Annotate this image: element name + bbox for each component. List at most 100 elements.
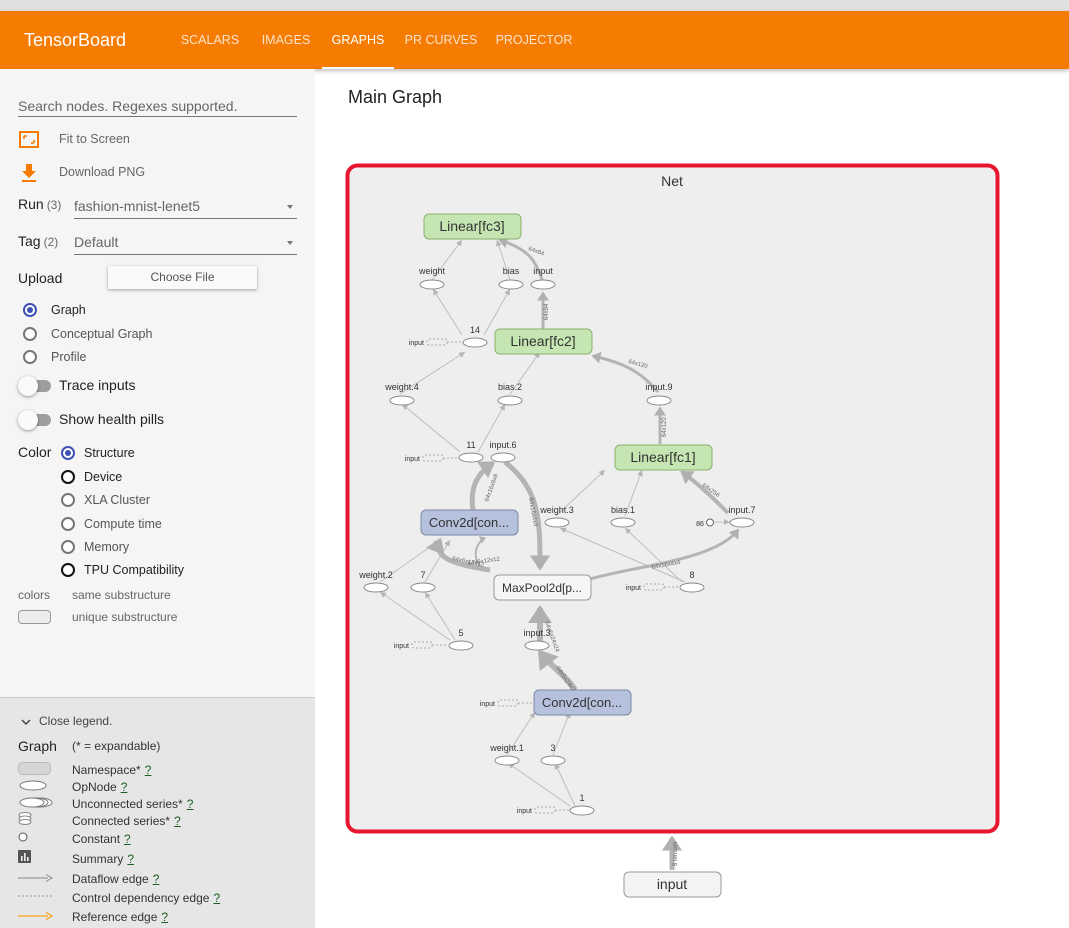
color-device-radio[interactable]: Device: [61, 468, 181, 486]
constant-node-86[interactable]: 86: [696, 518, 714, 528]
conv2d-2-node[interactable]: Conv2d[con...: [420, 509, 519, 536]
unique-substructure-caption: unique substructure: [72, 610, 178, 624]
health-pills-toggle[interactable]: Show health pills: [18, 410, 178, 430]
input-stub-edges: [411, 338, 680, 814]
dropdown-caret-icon: [287, 241, 293, 245]
op-node-input[interactable]: input: [530, 266, 556, 290]
op-node-input3[interactable]: input.3: [523, 628, 551, 651]
color-xla-radio[interactable]: XLA Cluster: [61, 491, 181, 509]
op-label: 5: [458, 628, 463, 638]
op-node-input6[interactable]: input.6: [489, 440, 517, 463]
top-app-bar: TensorBoard SCALARS IMAGES GRAPHS PR CUR…: [0, 11, 1069, 69]
help-link[interactable]: ?: [161, 910, 169, 924]
color-structure-radio[interactable]: Structure: [61, 444, 181, 462]
input-stub-labels: input input input input input input: [394, 340, 641, 815]
op-label: 3: [550, 743, 555, 753]
op-node-7[interactable]: 7: [410, 570, 436, 593]
download-png-button[interactable]: Download PNG: [18, 162, 158, 184]
help-link[interactable]: ?: [186, 797, 194, 811]
legend-control-edge: Control dependency edge?: [72, 891, 220, 905]
radio-unselected-icon: [61, 517, 75, 531]
fit-to-screen-button[interactable]: Fit to Screen: [18, 129, 158, 151]
op-node-input7[interactable]: input.7: [728, 505, 756, 528]
close-legend-button[interactable]: Close legend.: [18, 714, 128, 730]
input-stub-label: input: [626, 585, 641, 592]
graph-type-conceptual-radio[interactable]: Conceptual Graph: [23, 325, 173, 343]
legend-connected-series: Connected series*?: [72, 814, 181, 828]
linear-fc2-label: Linear[fc2]: [510, 333, 575, 349]
tab-projector[interactable]: PROJECTOR: [495, 33, 573, 47]
edge-label-input: 8 tensors: [673, 841, 679, 866]
op-node-8[interactable]: 8: [679, 570, 705, 593]
legend-namespace: Namespace*?: [72, 763, 151, 777]
graph-type-graph-radio[interactable]: Graph: [23, 301, 143, 319]
trace-inputs-toggle[interactable]: Trace inputs: [18, 376, 168, 396]
color-memory-radio[interactable]: Memory: [61, 538, 181, 556]
legend-constant: Constant?: [72, 832, 131, 846]
op-node-bias[interactable]: bias: [498, 266, 524, 290]
upload-label: Upload: [18, 270, 63, 286]
maxpool-node[interactable]: MaxPool2d[p...: [493, 574, 592, 601]
fit-to-screen-label: Fit to Screen: [59, 132, 130, 146]
op-node-weight[interactable]: weight: [418, 266, 446, 290]
color-compute-time-radio[interactable]: Compute time: [61, 515, 181, 533]
input-stub-label: input: [405, 456, 420, 463]
radio-selected-icon: [61, 446, 75, 460]
op-label: weight.2: [358, 570, 393, 580]
toggle-knob: [18, 376, 38, 396]
module-nodes: Linear[fc3] Linear[fc2] Linear[fc1] Conv…: [420, 213, 713, 716]
trace-inputs-label: Trace inputs: [59, 377, 136, 393]
legend-opnode-label: OpNode: [72, 780, 117, 794]
close-legend-label: Close legend.: [39, 714, 113, 728]
legend-dataflow-edge-label: Dataflow edge: [72, 872, 149, 886]
graph-canvas[interactable]: Net: [345, 163, 1069, 903]
linear-fc2-node[interactable]: Linear[fc2]: [494, 328, 593, 355]
op-node-weight3[interactable]: weight.3: [539, 505, 574, 528]
op-label: input.7: [728, 505, 755, 515]
help-link[interactable]: ?: [124, 832, 131, 846]
op-node-bias1[interactable]: bias.1: [610, 505, 636, 528]
run-label: Run(3): [18, 196, 61, 212]
op-node-bias2[interactable]: bias.2: [497, 382, 523, 406]
help-link[interactable]: ?: [152, 872, 160, 886]
linear-fc1-node[interactable]: Linear[fc1]: [614, 444, 713, 471]
op-label: weight.4: [384, 382, 419, 392]
op-node-1[interactable]: 1: [569, 793, 595, 816]
help-link[interactable]: ?: [127, 852, 135, 866]
graph-type-profile-radio[interactable]: Profile: [23, 348, 143, 366]
op-node-weight1[interactable]: weight.1: [489, 743, 524, 766]
tab-scalars[interactable]: SCALARS: [180, 33, 240, 47]
search-input[interactable]: [18, 95, 297, 117]
run-select[interactable]: fashion-mnist-lenet5: [74, 195, 297, 219]
color-tpu-radio[interactable]: TPU Compatibility: [61, 561, 201, 579]
color-compute-time-label: Compute time: [84, 517, 162, 531]
help-link[interactable]: ?: [144, 763, 152, 777]
op-node-weight2[interactable]: weight.2: [358, 570, 393, 593]
unconnected-series-legend-icon: [19, 797, 53, 808]
tab-graphs[interactable]: GRAPHS: [322, 11, 394, 69]
tab-images[interactable]: IMAGES: [261, 33, 311, 47]
op-label: weight.1: [489, 743, 524, 753]
op-node-weight4[interactable]: weight.4: [384, 382, 419, 406]
thin-edges: [379, 239, 730, 807]
op-label: 7: [420, 570, 425, 580]
op-node-3[interactable]: 3: [540, 743, 566, 766]
op-label: 86: [696, 521, 704, 528]
op-node-14[interactable]: 14: [462, 325, 488, 348]
op-node-5[interactable]: 5: [448, 628, 474, 651]
op-node-11[interactable]: 11: [458, 440, 484, 463]
conv2d-1-node[interactable]: Conv2d[con...: [533, 689, 632, 716]
graph-input-node[interactable]: input: [623, 871, 722, 898]
run-label-text: Run: [18, 196, 44, 212]
window-top-strip: [0, 0, 1069, 11]
help-link[interactable]: ?: [174, 814, 181, 828]
tab-pr-curves[interactable]: PR CURVES: [404, 33, 478, 47]
tag-label: Tag(2): [18, 233, 58, 249]
help-link[interactable]: ?: [120, 780, 128, 794]
op-node-input9[interactable]: input.9: [645, 382, 673, 406]
tag-select[interactable]: Default: [74, 231, 297, 255]
choose-file-button[interactable]: Choose File: [108, 266, 257, 289]
help-link[interactable]: ?: [213, 891, 221, 905]
linear-fc3-node[interactable]: Linear[fc3]: [423, 213, 522, 240]
tag-count: (2): [43, 235, 59, 249]
